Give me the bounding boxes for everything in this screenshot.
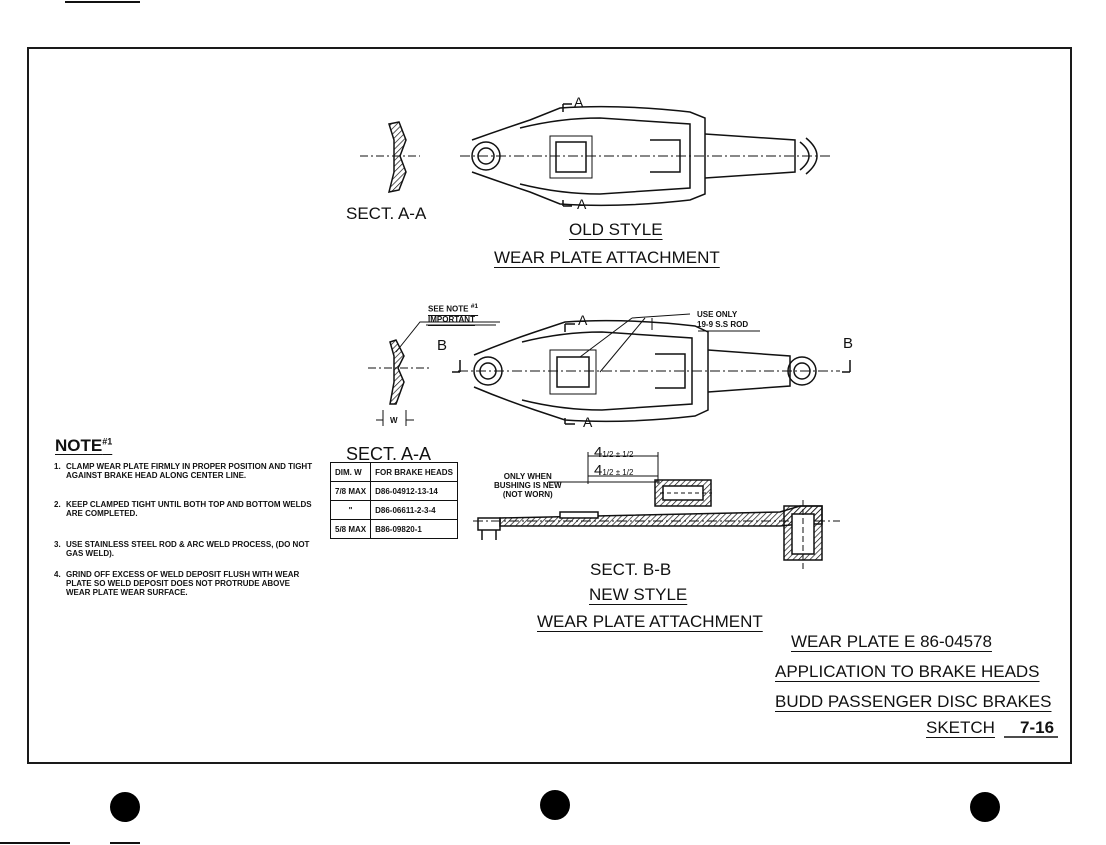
title-block-line-1: WEAR PLATE E 86-04578 <box>791 632 992 651</box>
important-callout: IMPORTANT <box>428 315 475 324</box>
section-marker-a-bottom: A <box>577 196 587 212</box>
table-cell: D86-06611-2-3-4 <box>370 500 458 520</box>
title-block-line-2: APPLICATION TO BRAKE HEADS <box>775 662 1040 681</box>
dimension-2: 41/2 ± 1/2 <box>594 462 634 479</box>
w-dimension: W <box>390 416 398 425</box>
see-note-callout: SEE NOTE #1 <box>428 303 479 314</box>
binder-hole <box>970 792 1000 822</box>
table-cell: " <box>329 500 372 520</box>
use-only-callout-1: USE ONLY <box>697 310 738 319</box>
title-block-line-3: BUDD PASSENGER DISC BRAKES <box>775 692 1052 711</box>
sketch-label: SKETCH <box>926 718 995 737</box>
new-section-aa-profile <box>368 321 500 426</box>
bushing-note: ONLY WHEN BUSHING IS NEW (NOT WORN) <box>494 472 562 499</box>
dimension-table: DIM. W FOR BRAKE HEADS 7/8 MAX D86-04912… <box>329 462 458 539</box>
section-marker-a-new-bottom: A <box>583 414 593 430</box>
table-header-row: DIM. W FOR BRAKE HEADS <box>329 462 458 482</box>
note-item: 3.USE STAINLESS STEEL ROD & ARC WELD PRO… <box>54 540 310 558</box>
table-row: 5/8 MAX B86-09820-1 <box>329 519 458 539</box>
table-cell: 7/8 MAX <box>329 481 372 501</box>
binder-hole <box>110 792 140 822</box>
table-cell: D86-04912-13-14 <box>370 481 458 501</box>
sect-bb-label: SECT. B-B <box>590 560 672 579</box>
table-cell: 5/8 MAX <box>329 519 372 539</box>
table-row: 7/8 MAX D86-04912-13-14 <box>329 481 458 501</box>
use-only-callout-2: 19-9 S.S ROD <box>697 320 749 329</box>
table-cell: B86-09820-1 <box>370 519 458 539</box>
binder-hole <box>540 790 570 820</box>
new-attachment-title: WEAR PLATE ATTACHMENT <box>537 612 763 631</box>
table-header-cell: FOR BRAKE HEADS <box>370 462 458 482</box>
section-marker-a-new-top: A <box>578 312 588 328</box>
old-section-aa-profile <box>360 121 420 193</box>
note-item: 4.GRIND OFF EXCESS OF WELD DEPOSIT FLUSH… <box>54 570 300 597</box>
old-style-title: OLD STYLE <box>569 220 663 239</box>
note-item: 2.KEEP CLAMPED TIGHT UNTIL BOTH TOP AND … <box>54 500 312 518</box>
section-marker-b-left: B <box>437 337 448 354</box>
sect-aa-old-label: SECT. A-A <box>346 204 427 223</box>
old-attachment-title: WEAR PLATE ATTACHMENT <box>494 248 720 267</box>
sketch-number: 7-16 <box>1020 718 1055 737</box>
section-marker-b-right: B <box>843 335 854 352</box>
note-heading: NOTE#1 <box>55 436 113 455</box>
new-brake-head-plan <box>452 313 851 425</box>
section-bb-drawing <box>473 452 840 570</box>
new-style-title: NEW STYLE <box>589 585 688 604</box>
table-row: " D86-06611-2-3-4 <box>329 500 458 520</box>
old-brake-head-plan <box>460 103 830 207</box>
note-item: 1.CLAMP WEAR PLATE FIRMLY IN PROPER POSI… <box>54 462 313 480</box>
sect-aa-new-label: SECT. A-A <box>346 444 432 464</box>
section-marker-a-top: A <box>574 94 584 110</box>
drawing-border <box>27 47 1072 764</box>
dimension-1: 41/2 ± 1/2 <box>594 444 634 461</box>
table-header-cell: DIM. W <box>329 462 372 482</box>
